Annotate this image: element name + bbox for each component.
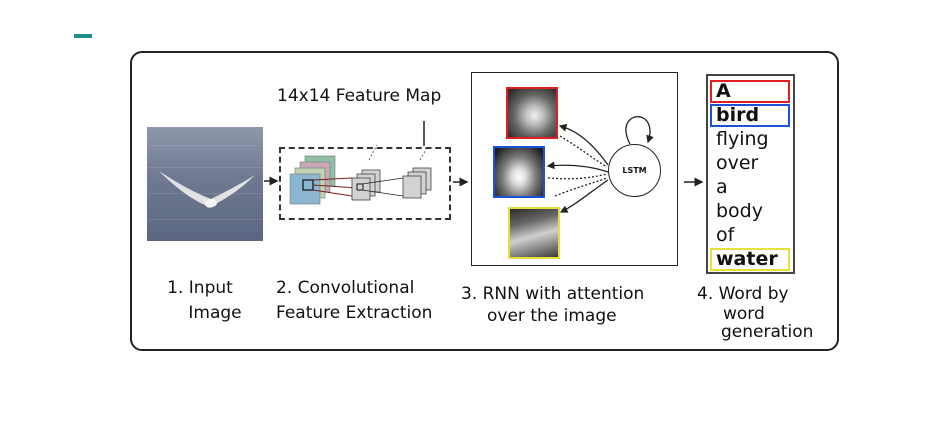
conv-feature-box xyxy=(279,147,451,220)
step2-caption-line1: 2. Convolutional xyxy=(276,278,415,298)
step4-caption-line2: word xyxy=(723,304,765,324)
attention-map-water xyxy=(508,207,560,259)
word-item: water xyxy=(716,248,778,270)
input-image-bird-photo xyxy=(147,127,263,241)
attention-map-a xyxy=(506,87,558,139)
accent-bar xyxy=(74,34,92,38)
step1-caption-line2: Image xyxy=(188,303,242,323)
step2-caption-line2: Feature Extraction xyxy=(276,303,433,323)
feature-map-stack-right xyxy=(402,167,432,199)
attention-map-bird xyxy=(493,146,545,198)
step1-caption-line1: 1. Input xyxy=(167,278,233,298)
step4-caption-line3: generation xyxy=(721,322,814,342)
word-item: A xyxy=(716,80,731,102)
step3-caption-line2: over the image xyxy=(487,306,617,326)
word-generation-box xyxy=(706,74,795,274)
step3-caption-line1: 3. RNN with attention xyxy=(461,284,645,304)
word-item: bird xyxy=(716,104,760,126)
attention-arrows xyxy=(546,116,654,213)
word-item: a xyxy=(716,176,728,198)
highlight-word-a xyxy=(710,80,790,103)
word-item: over xyxy=(716,152,759,174)
step4-caption-line1: 4. Word by xyxy=(697,284,789,304)
word-item: flying xyxy=(716,128,769,150)
conv-connections-2 xyxy=(361,177,404,197)
feature-map-label: 14x14 Feature Map xyxy=(277,86,442,106)
bird-icon xyxy=(159,171,255,208)
conv-connections xyxy=(312,177,359,197)
highlight-word-water xyxy=(710,248,790,271)
feature-map-stack-color xyxy=(289,155,336,205)
lstm-node: LSTM xyxy=(608,144,661,197)
highlight-word-bird xyxy=(710,104,790,127)
feature-map-stack-mid xyxy=(351,169,381,201)
word-item: of xyxy=(716,224,735,246)
diagram-frame xyxy=(130,51,839,351)
word-item: body xyxy=(716,200,763,222)
